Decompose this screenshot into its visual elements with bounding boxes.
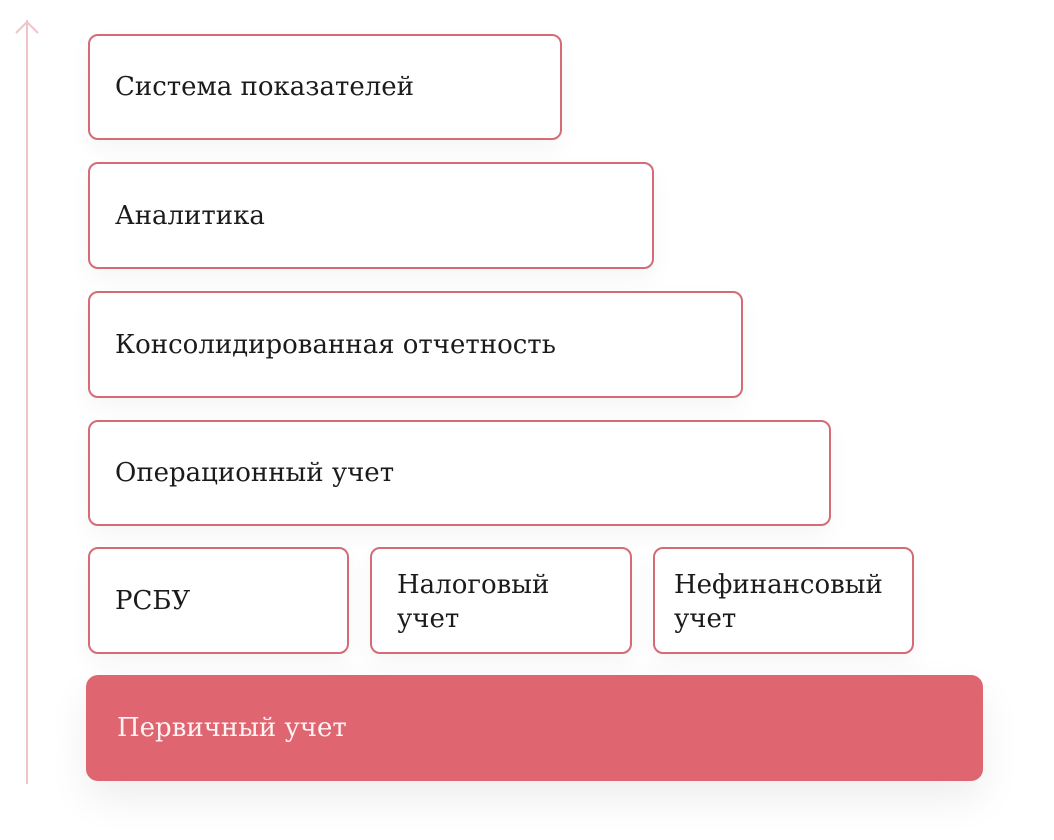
level-label: Налоговый учет: [397, 570, 550, 634]
level-label: РСБУ: [115, 585, 191, 616]
level-indicator-system: Система показателей: [88, 34, 562, 140]
level-operational-accounting: Операционный учет: [88, 420, 831, 526]
level-label: Аналитика: [115, 200, 265, 231]
level-non-financial-accounting: Нефинансовый учет: [653, 547, 914, 654]
level-tax-accounting: Налоговый учет: [370, 547, 632, 654]
level-primary-accounting: Первичный учет: [86, 675, 983, 781]
vertical-axis: [15, 18, 42, 786]
level-label: Нефинансовый учет: [674, 570, 883, 634]
up-arrow-icon: [15, 20, 39, 784]
level-label: Операционный учет: [115, 458, 395, 488]
level-rsbu: РСБУ: [88, 547, 349, 654]
level-label: Первичный учет: [117, 713, 347, 743]
level-consolidated-reporting: Консолидированная отчетность: [88, 291, 743, 398]
level-analytics: Аналитика: [88, 162, 654, 269]
level-label: Система показателей: [115, 72, 414, 102]
level-label: Консолидированная отчетность: [115, 329, 556, 360]
